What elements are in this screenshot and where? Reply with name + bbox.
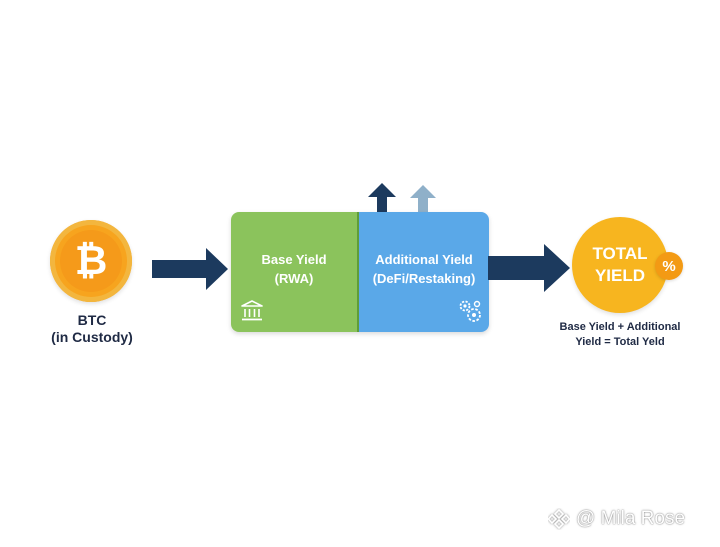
base-yield-panel: Base Yield (RWA) (231, 212, 359, 332)
btc-coin-icon: ₿ (50, 220, 132, 302)
additional-yield-title: Additional Yield (375, 252, 473, 267)
arrow-right-large-icon (488, 244, 570, 292)
additional-yield-panel: Additional Yield (DeFi/Restaking) (359, 212, 489, 332)
formula-line2: Yield = Total Yeld (575, 336, 665, 348)
arrow-right-icon (152, 248, 228, 290)
base-yield-title: Base Yield (261, 252, 327, 267)
additional-yield-subtitle: (DeFi/Restaking) (372, 271, 476, 286)
total-yield-line2: YIELD (594, 266, 646, 285)
binance-logo-icon (548, 508, 570, 530)
arrow-up-icon (368, 183, 396, 215)
bitcoin-symbol: ₿ (60, 230, 122, 292)
percent-badge: % (655, 252, 683, 280)
yield-box: Base Yield (RWA) Additional Yield (DeFi/… (231, 212, 489, 332)
watermark: @ Mila Rose (548, 506, 685, 532)
btc-label-title: BTC (77, 312, 107, 328)
base-yield-subtitle: (RWA) (274, 271, 314, 286)
bank-icon (241, 300, 263, 321)
formula-line1: Base Yield + Additional (559, 321, 681, 333)
btc-label: BTC (in Custody) (30, 312, 154, 346)
gears-icon (459, 300, 481, 322)
btc-label-subtitle: (in Custody) (51, 329, 133, 345)
arrow-up-light-icon (410, 185, 436, 215)
total-yield-circle: TOTAL YIELD (572, 217, 668, 313)
total-yield-line1: TOTAL (592, 244, 648, 263)
yield-formula: Base Yield + Additional Yield = Total Ye… (545, 320, 695, 350)
watermark-text: @ Mila Rose (576, 508, 686, 529)
